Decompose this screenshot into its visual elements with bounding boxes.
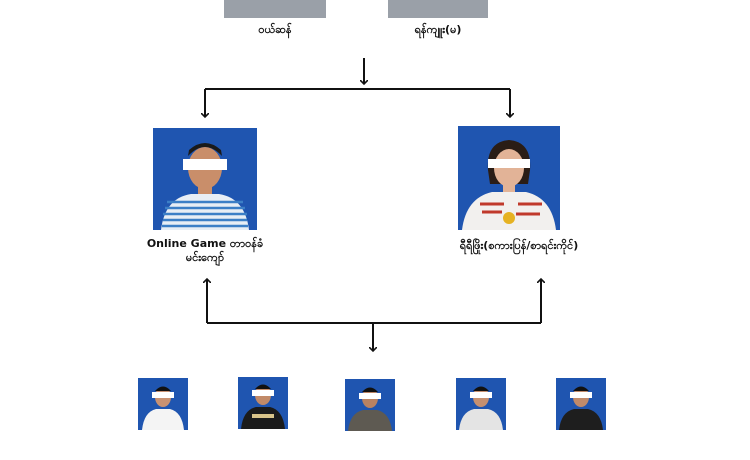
bottom-photo-2-censor-bar	[252, 390, 274, 396]
bottom-photo-1	[138, 378, 188, 430]
middle-left-label-line2: မင်းကျော်	[185, 251, 225, 264]
bottom-photo-3	[345, 379, 395, 431]
bottom-photo-1-censor-bar	[152, 392, 174, 398]
top-left-label: ဝယ်ဆန်	[258, 23, 292, 36]
middle-right-censor-bar	[488, 159, 530, 168]
middle-right-photo	[458, 126, 560, 230]
top-right-photo	[388, 0, 488, 18]
middle-right-label: ရီရီဖြိုး(စကားပြန်/စာရင်းကိုင်)	[459, 239, 579, 252]
bottom-photo-5-censor-bar	[570, 392, 592, 398]
middle-left-label-line1: Online Game တာဝန်ခံ	[146, 237, 264, 250]
bottom-photo-2	[238, 377, 288, 429]
bottom-photo-5	[556, 378, 606, 430]
top-right-label: ရန်ကျူး(မ)	[414, 23, 462, 36]
middle-left-censor-bar	[183, 159, 227, 170]
middle-left-photo	[153, 128, 257, 230]
bottom-photo-3-censor-bar	[359, 393, 381, 399]
bottom-photo-4	[456, 378, 506, 430]
bottom-photo-4-censor-bar	[470, 392, 492, 398]
top-left-photo	[224, 0, 326, 18]
